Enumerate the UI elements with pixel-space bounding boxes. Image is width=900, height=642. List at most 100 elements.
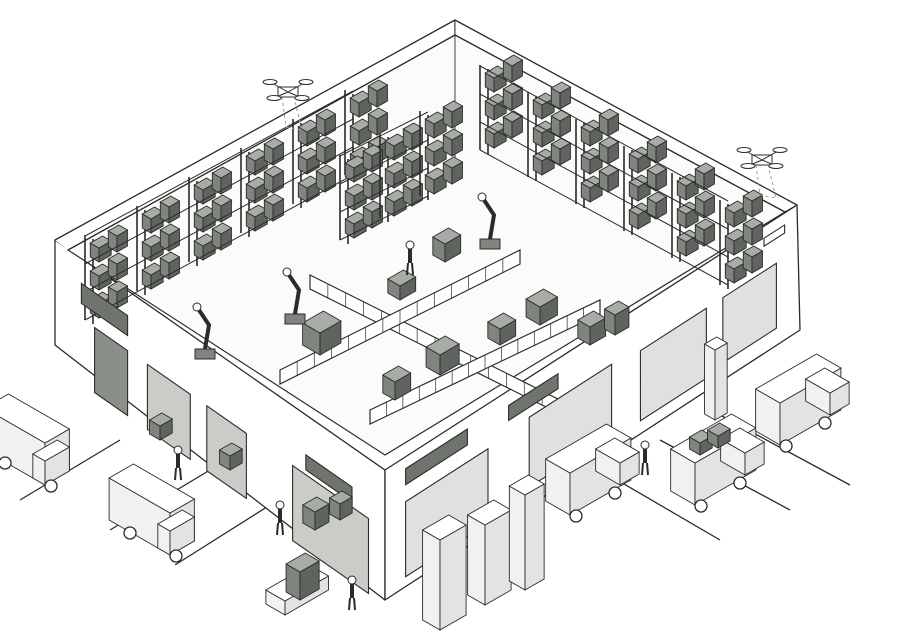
stock-box bbox=[694, 218, 716, 247]
box-top-face bbox=[550, 81, 572, 94]
box-top-face bbox=[598, 108, 620, 121]
box-top-face bbox=[532, 120, 556, 134]
box-top-face bbox=[694, 218, 716, 231]
box-top-face bbox=[344, 155, 368, 169]
worker bbox=[640, 440, 650, 476]
van-wheel bbox=[569, 509, 583, 523]
robot-arm-right bbox=[477, 192, 501, 250]
robot-arm-left bbox=[192, 302, 216, 360]
stock-box bbox=[159, 195, 181, 224]
stock-box bbox=[694, 162, 716, 191]
box-top-face bbox=[0, 393, 71, 444]
box-top-face bbox=[502, 110, 524, 123]
person-leg bbox=[641, 462, 644, 476]
stock-box bbox=[646, 191, 668, 220]
stock-box bbox=[297, 147, 321, 175]
person-head bbox=[347, 575, 357, 585]
box-top-face bbox=[362, 200, 384, 213]
person-head bbox=[640, 440, 650, 450]
van-wheel bbox=[169, 549, 183, 563]
person-leg bbox=[353, 597, 356, 611]
drone-rotor bbox=[294, 95, 310, 101]
warehouse-interior bbox=[84, 54, 788, 425]
box-top-face bbox=[156, 509, 196, 532]
stock-box bbox=[442, 156, 464, 185]
box-top-face bbox=[384, 161, 408, 175]
box-top-face bbox=[580, 175, 604, 189]
drone-right bbox=[736, 147, 788, 199]
box-top-face bbox=[466, 499, 513, 526]
stock-box bbox=[442, 128, 464, 157]
stock-box bbox=[502, 110, 524, 139]
stock-box bbox=[159, 251, 181, 280]
robot-arm bbox=[480, 195, 497, 240]
drone-rotor bbox=[298, 79, 314, 85]
box-top-face bbox=[141, 262, 165, 276]
box-top-face bbox=[344, 211, 368, 225]
box-top-face bbox=[159, 223, 181, 236]
box-left-face bbox=[508, 485, 526, 591]
door-stock-box bbox=[148, 412, 174, 441]
person-leg bbox=[406, 262, 409, 276]
server-rack bbox=[508, 474, 546, 591]
conveyor-box bbox=[386, 269, 417, 301]
box-top-face bbox=[148, 412, 174, 427]
stock-box bbox=[532, 92, 556, 120]
robot-gripper bbox=[192, 302, 202, 312]
person-head bbox=[405, 240, 415, 250]
conveyor-box bbox=[525, 288, 559, 326]
clerestory-window bbox=[508, 372, 559, 422]
stock-box bbox=[484, 121, 508, 149]
clerestory-window bbox=[405, 427, 468, 486]
box-top-face bbox=[484, 93, 508, 107]
box-top-face bbox=[424, 167, 448, 181]
van-wheel bbox=[779, 439, 793, 453]
box-top-face bbox=[349, 90, 373, 104]
shelf-beam bbox=[84, 146, 354, 293]
delivery-van bbox=[544, 423, 641, 523]
box-top-face bbox=[297, 147, 321, 161]
person-leg bbox=[646, 462, 649, 476]
delivery-van bbox=[754, 353, 851, 453]
stock-box bbox=[89, 235, 113, 263]
box-top-face bbox=[263, 137, 285, 150]
stock-box bbox=[315, 108, 337, 137]
right-shelving bbox=[479, 54, 764, 289]
van-cab bbox=[804, 367, 851, 416]
box-top-face bbox=[107, 252, 129, 265]
box-top-face bbox=[706, 422, 732, 437]
door-stock-box bbox=[218, 442, 244, 471]
stock-box bbox=[598, 164, 620, 193]
shelf-beam bbox=[339, 167, 429, 213]
box-top-face bbox=[89, 263, 113, 277]
drone-rotor bbox=[740, 163, 756, 169]
robot-gripper bbox=[282, 267, 292, 277]
stock-box bbox=[263, 193, 285, 222]
box-top-face bbox=[245, 176, 269, 190]
door-stock-box bbox=[301, 496, 330, 531]
shelf-beam bbox=[339, 111, 429, 157]
conveyor-box bbox=[431, 227, 462, 263]
person-leg bbox=[411, 262, 414, 276]
box-top-face bbox=[742, 189, 764, 202]
box-top-face bbox=[646, 191, 668, 204]
stock-box bbox=[315, 136, 337, 165]
box-top-face bbox=[31, 439, 71, 462]
exit-sign bbox=[763, 223, 786, 248]
stock-box bbox=[367, 79, 389, 108]
left-shelving bbox=[84, 79, 389, 324]
box-top-face bbox=[442, 156, 464, 169]
van-wheel bbox=[694, 499, 708, 513]
stock-box bbox=[107, 280, 129, 309]
van-cargo-box bbox=[706, 422, 732, 449]
shelf-beam bbox=[479, 65, 729, 202]
drone-left bbox=[262, 79, 314, 131]
box-top-face bbox=[719, 427, 766, 454]
person-leg bbox=[348, 597, 351, 611]
box-top-face bbox=[486, 312, 517, 330]
drone-beam bbox=[755, 164, 777, 199]
stock-box bbox=[502, 54, 524, 83]
box-top-face bbox=[676, 173, 700, 187]
box-top-face bbox=[676, 229, 700, 243]
box-top-face bbox=[89, 235, 113, 249]
